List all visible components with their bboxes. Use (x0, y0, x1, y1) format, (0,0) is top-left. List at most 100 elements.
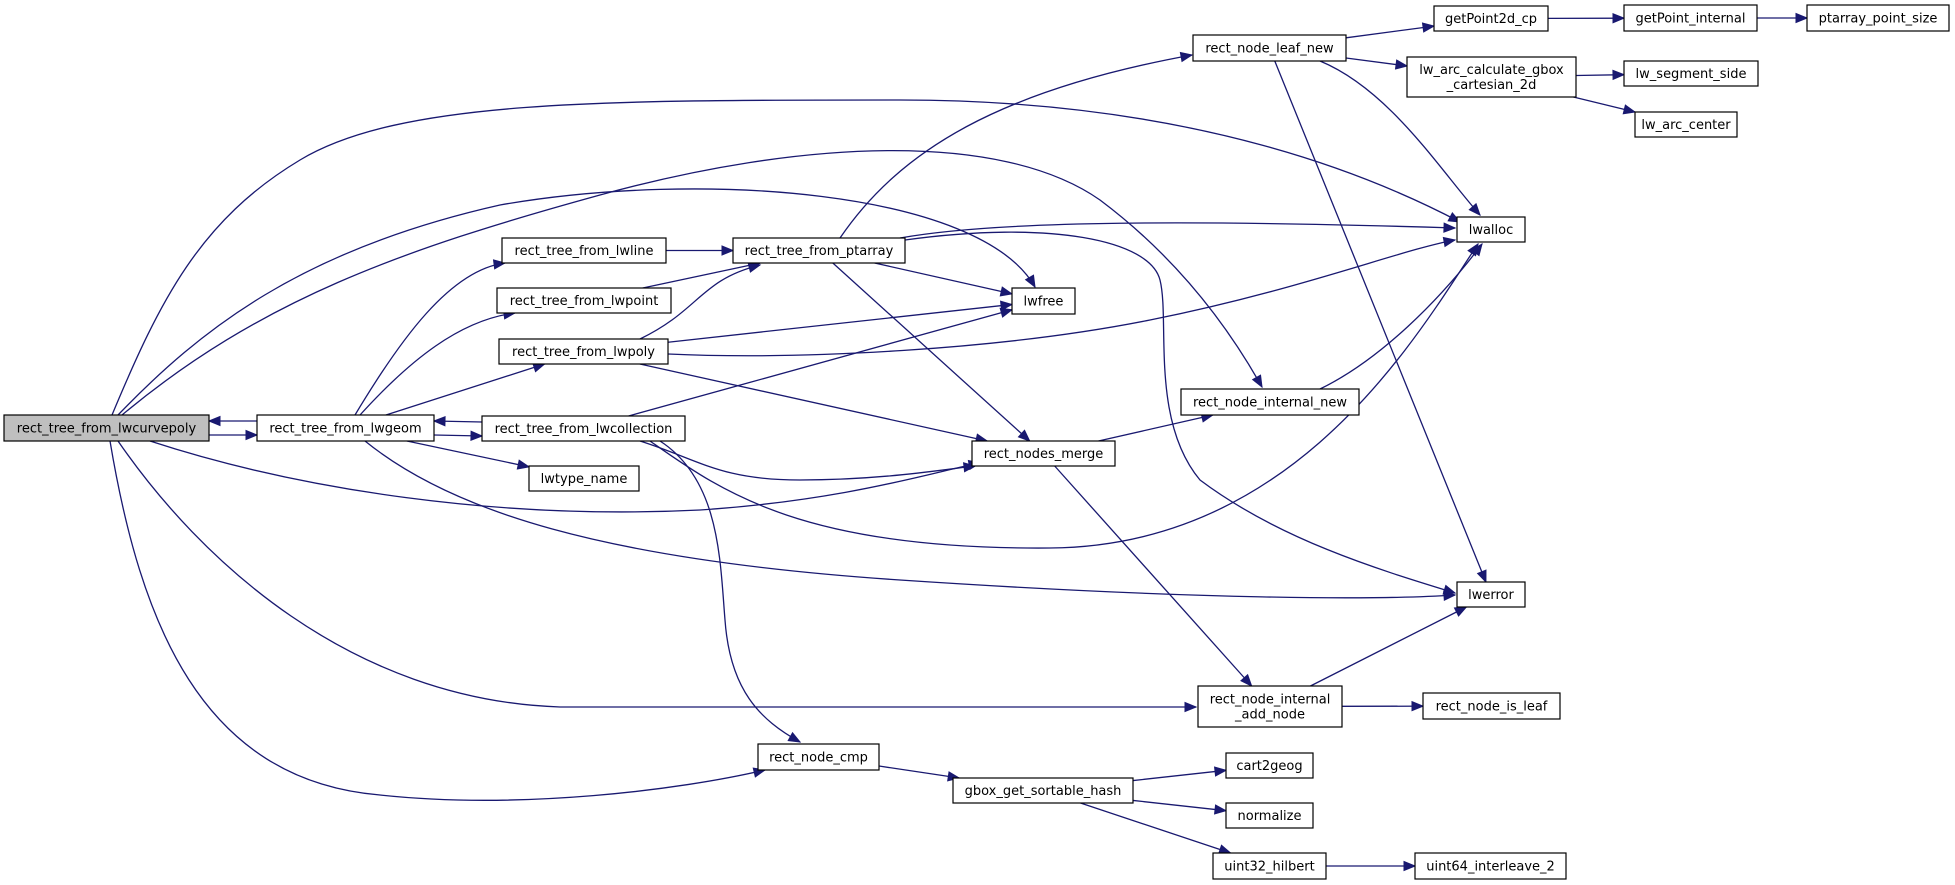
node-rect_nodes_merge[interactable]: rect_nodes_merge (971, 440, 1116, 467)
edge-line (111, 99, 1461, 416)
edge-lw_arc_calculate_gbox_cartesian_2d-to-lw_segment_side (1575, 69, 1626, 81)
node-box (1197, 685, 1343, 728)
edge-rect_tree_from_lwgeom-to-rect_tree_from_lwpoint (359, 309, 517, 416)
edge-arrowhead-icon (1443, 222, 1457, 233)
edge-uint32_hilbert-to-uint64_interleave_2 (1326, 860, 1417, 872)
edge-arrowhead-icon (1795, 12, 1809, 24)
node-rect_tree_from_lwpoint[interactable]: rect_tree_from_lwpoint (496, 287, 672, 314)
edge-arrowhead-icon (1251, 374, 1263, 389)
node-rect_node_is_leaf[interactable]: rect_node_is_leaf (1422, 692, 1561, 720)
node-lwerror[interactable]: lwerror (1456, 581, 1526, 608)
node-box (1406, 56, 1577, 98)
edge-line (639, 440, 976, 481)
edge-rect_tree_from_lwcurvepoly-to-lwfree (117, 188, 1036, 416)
edge-rect_tree_from_lwpoly-to-lwalloc (667, 236, 1457, 357)
edge-arrowhead-icon (747, 262, 762, 273)
edge-arrowhead-icon (721, 245, 735, 256)
edge-rect_tree_from_lwcurvepoly-to-rect_node_internal_new (121, 149, 1263, 416)
node-label: rect_tree_from_ptarray (745, 244, 894, 259)
node-box (1806, 4, 1950, 32)
node-rect_node_internal_add_node[interactable]: rect_node_internal_add_node (1197, 685, 1343, 728)
node-label: rect_nodes_merge (984, 447, 1104, 462)
edge-line (359, 312, 516, 416)
node-rect_node_leaf_new[interactable]: rect_node_leaf_new (1192, 34, 1347, 62)
node-box (1225, 802, 1314, 829)
edge-rect_node_leaf_new-to-lw_arc_calculate_gbox_cartesian_2d (1345, 57, 1409, 70)
edge-rect_tree_from_lwgeom-to-lwtype_name (406, 440, 531, 470)
node-box (1634, 111, 1738, 138)
edge-arrowhead-icon (1622, 104, 1637, 115)
node-label: gbox_get_sortable_hash (965, 784, 1122, 799)
node-box (1212, 852, 1327, 880)
edge-rect_tree_from_lwcollection-to-rect_nodes_merge (639, 440, 977, 481)
edge-rect_node_leaf_new-to-lwerror (1274, 60, 1487, 584)
edge-line (1274, 60, 1487, 583)
node-box (971, 440, 1116, 467)
node-box (1192, 34, 1347, 62)
node-normalize[interactable]: normalize (1225, 802, 1314, 829)
node-rect_tree_from_lwline[interactable]: rect_tree_from_lwline (501, 237, 667, 264)
node-lw_arc_center[interactable]: lw_arc_center (1634, 111, 1738, 138)
node-ptarray_point_size[interactable]: ptarray_point_size (1806, 4, 1950, 32)
node-rect_tree_from_lwpoly[interactable]: rect_tree_from_lwpoly (498, 338, 669, 365)
node-lw_arc_calculate_gbox_cartesian_2d[interactable]: lw_arc_calculate_gbox_cartesian_2d (1406, 56, 1577, 98)
node-box (256, 414, 435, 442)
edge-rect_tree_from_lwcurvepoly-to-rect_node_cmp (109, 440, 767, 801)
node-lwtype_name[interactable]: lwtype_name (528, 465, 640, 492)
node-label: rect_node_internal (1210, 693, 1331, 708)
node-getPoint_internal[interactable]: getPoint_internal (1623, 4, 1758, 32)
edge-rect_node_internal_add_node-to-rect_node_is_leaf (1341, 700, 1425, 712)
edge-arrowhead-icon (516, 459, 531, 470)
node-box (1456, 216, 1526, 243)
node-label: lw_arc_center (1641, 118, 1731, 133)
node-lwfree[interactable]: lwfree (1011, 287, 1076, 315)
edge-line (667, 239, 1456, 357)
node-rect_node_cmp[interactable]: rect_node_cmp (757, 743, 880, 771)
edge-line (1319, 60, 1481, 216)
node-label: rect_tree_from_lwpoly (512, 345, 655, 360)
edges-layer (109, 12, 1809, 872)
node-rect_node_internal_new[interactable]: rect_node_internal_new (1180, 388, 1360, 416)
edge-arrowhead-icon (1179, 51, 1194, 63)
node-label: rect_node_leaf_new (1205, 42, 1334, 57)
node-rect_tree_from_lwcollection[interactable]: rect_tree_from_lwcollection (481, 415, 686, 442)
node-rect_tree_from_lwcurvepoly[interactable]: rect_tree_from_lwcurvepoly (3, 414, 210, 442)
edge-arrowhead-icon (1453, 606, 1468, 617)
edge-line (117, 188, 1036, 416)
edge-line (149, 440, 981, 513)
node-uint32_hilbert[interactable]: uint32_hilbert (1212, 852, 1327, 880)
node-rect_tree_from_ptarray[interactable]: rect_tree_from_ptarray (732, 237, 906, 264)
node-label: rect_tree_from_lwgeom (269, 422, 421, 437)
node-box (3, 414, 210, 442)
edge-rect_tree_from_lwgeom-to-rect_tree_from_lwline (354, 259, 507, 416)
edge-line (874, 262, 1013, 295)
node-lw_segment_side[interactable]: lw_segment_side (1623, 60, 1759, 87)
edge-line (628, 309, 1013, 417)
node-getPoint2d_cp[interactable]: getPoint2d_cp (1433, 5, 1549, 32)
node-cart2geog[interactable]: cart2geog (1225, 752, 1314, 779)
edge-line (642, 262, 761, 289)
edge-arrowhead-icon (1442, 236, 1457, 248)
edge-arrowhead-icon (1470, 242, 1483, 257)
node-box (732, 237, 906, 264)
edge-arrowhead-icon (999, 307, 1014, 318)
edge-line (639, 264, 761, 340)
node-lwalloc[interactable]: lwalloc (1456, 216, 1526, 243)
node-uint64_interleave_2[interactable]: uint64_interleave_2 (1414, 852, 1567, 880)
node-label: _add_node (1234, 708, 1305, 723)
edge-arrowhead-icon (787, 731, 802, 743)
edge-arrowhead-icon (1240, 673, 1253, 687)
node-rect_tree_from_lwgeom[interactable]: rect_tree_from_lwgeom (256, 414, 435, 442)
edge-arrowhead-icon (999, 300, 1014, 311)
edge-rect_tree_from_ptarray-to-rect_node_leaf_new (839, 51, 1194, 239)
edge-line (406, 440, 530, 468)
node-gbox_get_sortable_hash[interactable]: gbox_get_sortable_hash (952, 777, 1134, 804)
node-box (1623, 4, 1758, 32)
edge-rect_node_internal_add_node-to-lwerror (1310, 606, 1468, 687)
node-box (1623, 60, 1759, 87)
edge-line (385, 363, 545, 416)
edge-arrowhead-icon (1184, 701, 1198, 713)
edge-arrowhead-icon (492, 259, 507, 270)
edge-line (1345, 25, 1435, 39)
